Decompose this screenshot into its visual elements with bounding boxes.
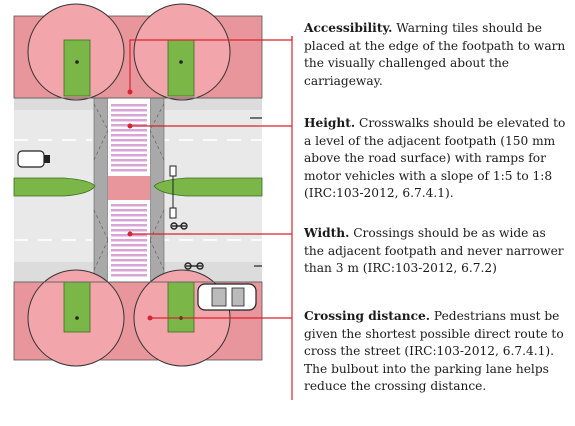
crosswalk-stripe	[111, 139, 147, 142]
car-icon	[197, 283, 257, 311]
crosswalk-stripe	[111, 259, 147, 262]
annotation-title: Width.	[304, 226, 350, 240]
crosswalk-stripe	[111, 114, 147, 117]
crosswalk-stripe	[111, 164, 147, 167]
leader-lines	[129, 36, 293, 400]
crosswalk-stripe	[111, 144, 147, 147]
crosswalk-stripes-top	[111, 104, 147, 172]
crosswalk-stripe	[111, 244, 147, 247]
bicycle-icon	[184, 262, 204, 270]
annotation-body: Warning tiles should be placed at the ed…	[304, 21, 566, 88]
median-planter-left	[13, 177, 96, 197]
crosswalk-stripe	[111, 109, 147, 112]
crosswalk-stripe	[111, 269, 147, 272]
crosswalk-stripe	[111, 104, 147, 107]
annotation-crossing-distance: Crossing distance. Pedestrians must be g…	[304, 308, 566, 396]
crosswalk-stripe	[111, 154, 147, 157]
lane-markings	[14, 139, 262, 241]
crosswalk-stripe	[111, 119, 147, 122]
crosswalk-stripe	[111, 254, 147, 257]
annotation-title: Accessibility.	[304, 21, 393, 35]
crosswalk-stripe	[111, 224, 147, 227]
crosswalk-stripe	[111, 239, 147, 242]
annotation-title: Height.	[304, 116, 356, 130]
annotation-body: Pedestrians must be given the shortest p…	[304, 309, 564, 394]
bicycle-icon	[170, 222, 188, 230]
annotation-width: Width. Crossings should be as wide as th…	[304, 225, 566, 278]
crosswalk-stripe	[111, 214, 147, 217]
annotation-title: Crossing distance.	[304, 309, 431, 323]
crosswalk-stripe	[111, 274, 147, 277]
annotation-body: Crosswalks should be elevated to a level…	[304, 116, 566, 201]
crosswalk-stripe	[111, 209, 147, 212]
crosswalk-stripe	[111, 169, 147, 172]
crosswalk-stripe	[111, 129, 147, 132]
annotation-accessibility: Accessibility. Warning tiles should be p…	[304, 20, 566, 90]
annotation-body: Crossings should be as wide as the adjac…	[304, 226, 564, 276]
annotation-height: Height. Crosswalks should be elevated to…	[304, 115, 566, 203]
crosswalk-stripe	[111, 229, 147, 232]
crossing-refuge	[108, 176, 150, 200]
crosswalk-stripe	[111, 264, 147, 267]
crosswalk-stripe	[111, 159, 147, 162]
motorbike-icon	[17, 150, 50, 168]
crosswalk-stripe	[111, 134, 147, 137]
crosswalk-stripe	[111, 219, 147, 222]
crosswalk-stripe	[111, 249, 147, 252]
median-planter-right	[153, 177, 263, 197]
crosswalk-stripes-bottom	[111, 204, 147, 277]
tree-pits	[63, 39, 195, 333]
crosswalk-stripe	[111, 149, 147, 152]
crosswalk-stripe	[111, 204, 147, 207]
